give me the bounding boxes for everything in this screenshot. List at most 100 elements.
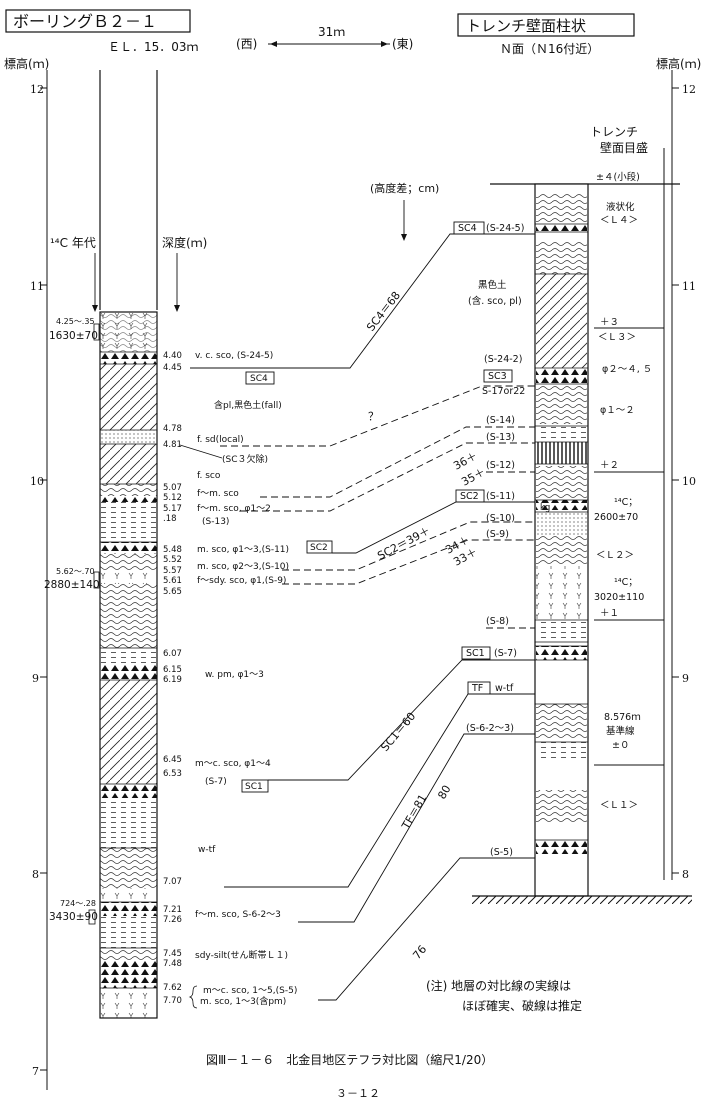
c14-age-1: 1630±70 — [49, 330, 98, 342]
svg-text:6.07: 6.07 — [163, 649, 182, 659]
svg-text:76: 76 — [410, 943, 429, 962]
svg-text:含pl,黒色土(fall): 含pl,黒色土(fall) — [214, 399, 282, 411]
svg-text:.18: .18 — [163, 514, 177, 524]
right-axis-ticks: 12 11 10 9 8 — [672, 83, 696, 881]
correlation-lines — [190, 233, 535, 1001]
depth-label: 深度(ｍ) — [162, 235, 207, 250]
svg-text:7: 7 — [32, 1065, 39, 1078]
svg-text:f～m. sco, φ1～2: f～m. sco, φ1～2 — [197, 504, 271, 514]
svg-text:w-tf: w-tf — [198, 845, 216, 855]
svg-text:4.40: 4.40 — [163, 351, 182, 361]
svg-text:7.45: 7.45 — [163, 949, 182, 959]
svg-text:v. c. sco, (S-24-5): v. c. sco, (S-24-5) — [195, 351, 273, 361]
svg-text:w-tf: w-tf — [495, 683, 514, 694]
svg-text:kg: kg — [540, 503, 550, 513]
boring-elevation: ＥＬ．15．03ｍ — [108, 40, 199, 54]
height-diff-label: (高度差；cm) — [370, 181, 439, 195]
svg-text:＜Ｌ４＞: ＜Ｌ４＞ — [600, 215, 638, 226]
svg-text:¹⁴C；: ¹⁴C； — [614, 577, 638, 588]
svg-text:7.70: 7.70 — [163, 996, 182, 1006]
svg-text:7.26: 7.26 — [163, 915, 182, 925]
svg-text:7.62: 7.62 — [163, 983, 182, 993]
svg-text:(S-7): (S-7) — [494, 648, 517, 659]
svg-text:SC4＝68: SC4＝68 — [364, 289, 403, 334]
svg-text:f～m. sco: f～m. sco — [197, 489, 239, 499]
trench-scale-ticks — [594, 183, 664, 766]
svg-text:2600±70: 2600±70 — [594, 512, 638, 523]
svg-text:w. pm, φ1～3: w. pm, φ1～3 — [205, 670, 264, 680]
svg-text:＋３: ＋３ — [600, 317, 619, 328]
svg-text:液状化: 液状化 — [606, 201, 635, 213]
svg-text:(S-14): (S-14) — [486, 415, 515, 426]
svg-text:6.53: 6.53 — [163, 769, 182, 779]
svg-text:(S-24-2): (S-24-2) — [484, 354, 522, 365]
svg-text:(S-10): (S-10) — [486, 513, 515, 524]
boring-column — [99, 70, 158, 1019]
svg-text:f～sdy. sco, φ1,(S-9): f～sdy. sco, φ1,(S-9) — [197, 576, 286, 586]
svg-text:f～m. sco, S-6-2～3: f～m. sco, S-6-2～3 — [195, 910, 281, 920]
c14-age-3: 3430±90 — [49, 911, 98, 923]
svg-text:(S-13): (S-13) — [486, 432, 515, 443]
svg-text:4.45: 4.45 — [163, 363, 182, 373]
svg-text:＜Ｌ２＞: ＜Ｌ２＞ — [596, 550, 634, 561]
svg-text:11: 11 — [30, 280, 44, 293]
svg-text:(S-12): (S-12) — [486, 460, 515, 471]
svg-text:3020±110: 3020±110 — [594, 592, 644, 603]
svg-text:m. sco, 1～3(含pm): m. sco, 1～3(含pm) — [200, 995, 286, 1007]
c14-age-label: ¹⁴C 年代 — [50, 236, 96, 250]
svg-text:5.65: 5.65 — [163, 587, 182, 597]
svg-text:¹⁴C；: ¹⁴C； — [614, 497, 638, 508]
svg-text:5.61: 5.61 — [163, 576, 182, 586]
svg-text:TF: TF — [471, 683, 483, 694]
svg-text:8: 8 — [32, 868, 39, 881]
svg-text:(S-13): (S-13) — [202, 517, 229, 527]
svg-text:sdy-silt(せん断帯Ｌ１): sdy-silt(せん断帯Ｌ１) — [195, 949, 288, 961]
svg-text:SC1＝60: SC1＝60 — [378, 710, 418, 754]
east-label: (東) — [392, 37, 413, 51]
svg-text:＋２: ＋２ — [600, 460, 619, 471]
svg-text:80: 80 — [435, 783, 453, 802]
svg-text:m～c. sco, φ1～4: m～c. sco, φ1～4 — [195, 759, 271, 769]
svg-text:5.07: 5.07 — [163, 483, 182, 493]
svg-text:(S-9): (S-9) — [486, 529, 509, 540]
svg-text:SC2: SC2 — [460, 491, 479, 502]
svg-text:SC2: SC2 — [310, 543, 328, 553]
note-line-2: ほぼ確実、破線は推定 — [462, 998, 582, 1013]
svg-text:SC4: SC4 — [458, 223, 477, 234]
svg-text:11: 11 — [682, 280, 696, 293]
trench-labels: ±４(小段) 液状化 ＜Ｌ４＞ SC4 (S-24-5) 黒色土 (含. sco… — [453, 171, 652, 858]
figure-caption: 図Ⅲ－１－６ 北金目地区テフラ対比図（縮尺1/20） — [206, 1052, 493, 1067]
svg-text:12: 12 — [682, 83, 696, 96]
svg-text:m. sco, φ2～3,(S-10): m. sco, φ2～3,(S-10) — [197, 562, 289, 572]
boring-depths: 4.40 4.45 4.78 4.81 5.07 5.12 5.17 .18 5… — [163, 351, 182, 1006]
svg-text:(S-5): (S-5) — [490, 847, 513, 858]
svg-text:＋１: ＋１ — [600, 608, 619, 619]
svg-text:9: 9 — [32, 672, 39, 685]
svg-text:5.57: 5.57 — [163, 566, 182, 576]
svg-text:SC1: SC1 — [466, 648, 485, 659]
west-label: (西) — [236, 37, 257, 51]
boring-title: ボーリングＢ２－１ — [13, 12, 157, 31]
trench-column — [472, 183, 692, 904]
svg-text:SC3: SC3 — [488, 371, 507, 382]
c14-range-2: 5.62～.70 — [56, 567, 95, 576]
c14-age-2: 2880±140 — [44, 579, 100, 591]
svg-text:5.12: 5.12 — [163, 493, 182, 503]
svg-text:(S-8): (S-8) — [486, 616, 509, 627]
svg-text:4.81: 4.81 — [163, 440, 182, 450]
correlation-values: SC4＝68 ？ 36＋ 35＋ SC2＝39＋ 34＋ 33＋ SC1＝60 … — [364, 289, 487, 962]
trench-scale-title-1: トレンチ — [590, 125, 638, 139]
svg-text:f. sd(local): f. sd(local) — [197, 435, 244, 445]
trench-title-box — [457, 13, 635, 37]
svg-text:6.15: 6.15 — [163, 665, 182, 675]
svg-text:10: 10 — [30, 475, 44, 488]
svg-text:7.21: 7.21 — [163, 905, 182, 915]
svg-text:7.07: 7.07 — [163, 877, 182, 887]
page-number: ３－１２ — [336, 1087, 380, 1100]
svg-text:m. sco, φ1～3,(S-11): m. sco, φ1～3,(S-11) — [197, 545, 289, 555]
svg-text:(S-24-5): (S-24-5) — [486, 223, 524, 234]
svg-text:±０: ±０ — [612, 740, 629, 751]
trench-face: Ｎ面（Ｎ16付近） — [500, 42, 599, 56]
svg-text:S-17or22: S-17or22 — [482, 386, 525, 397]
